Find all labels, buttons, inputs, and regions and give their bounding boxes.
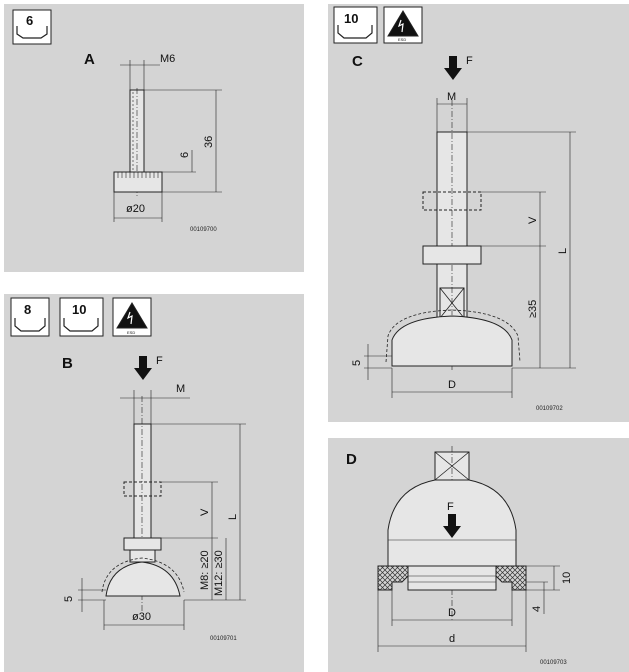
foot-c <box>391 315 513 367</box>
panel-b-letter: B <box>62 355 73 372</box>
dim-m-b: M <box>176 383 185 395</box>
dim-6: 6 <box>179 152 191 158</box>
dim-m12-b: M12: ≥30 <box>213 550 225 596</box>
dim-m-c: M <box>447 91 456 103</box>
badge-b-8-number: 8 <box>24 302 31 317</box>
panel-b-drawing <box>10 297 246 630</box>
force-label-d: F <box>447 501 454 513</box>
panel-c-letter: C <box>352 53 363 70</box>
mount-type-10-icon <box>59 297 104 337</box>
nut-c <box>422 245 482 265</box>
dim-10-d: 10 <box>561 572 573 584</box>
force-label-b: F <box>156 355 163 367</box>
bolt-b <box>133 423 152 539</box>
nut-b <box>123 537 162 551</box>
badge-b-10-number: 10 <box>72 302 86 317</box>
dim-v-b: V <box>199 508 211 516</box>
esd-label-c: ESD <box>398 37 406 42</box>
panel-a-drawing <box>12 9 222 222</box>
dim-dia-30: ø30 <box>132 611 151 623</box>
drawing-code-a: 00109700 <box>190 227 217 233</box>
dim-dia-20: ø20 <box>126 203 145 215</box>
dim-d-upper: D <box>448 607 456 619</box>
force-arrow-b <box>134 356 152 380</box>
force-arrow-d <box>443 514 461 538</box>
badge-a-number: 6 <box>26 13 33 28</box>
dim-36: 36 <box>203 136 215 148</box>
dim-5-b: 5 <box>63 596 75 602</box>
panel-d-letter: D <box>346 451 357 468</box>
dim-l-c: L <box>557 248 569 254</box>
nut-dashed-c <box>422 191 482 211</box>
badge-c-number: 10 <box>344 11 358 26</box>
dim-5-c: 5 <box>351 360 363 366</box>
esd-warning-icon <box>112 297 152 337</box>
mount-type-10-icon-c <box>333 6 378 44</box>
dim-d-c: D <box>448 379 456 391</box>
drawing-code-c: 00109702 <box>536 406 563 412</box>
panel-c-drawing <box>333 6 576 398</box>
dim-4-d: 4 <box>531 606 543 612</box>
esd-warning-icon-c <box>383 6 423 44</box>
dim-ge35-c: ≥35 <box>527 300 539 318</box>
mount-type-8-icon <box>10 297 50 337</box>
foot-b <box>105 561 181 597</box>
force-arrow-c <box>444 56 462 80</box>
force-label-c: F <box>466 55 473 67</box>
panel-a-letter: A <box>84 51 95 68</box>
panel-d-drawing <box>377 446 560 652</box>
drawing-code-b: 00109701 <box>210 636 237 642</box>
nut-dashed-b <box>123 481 162 497</box>
dim-m8-b: M8: ≥20 <box>199 550 211 590</box>
pad-right-d <box>495 565 527 591</box>
drawing-code-d: 00109703 <box>540 660 567 666</box>
esd-label-b: ESD <box>127 330 135 335</box>
panel-b <box>4 294 304 672</box>
panel-a <box>4 4 304 272</box>
dim-m6: M6 <box>160 53 175 65</box>
mount-type-6-icon <box>12 9 52 45</box>
dim-d-lower: d <box>449 633 455 645</box>
pad-left-d <box>377 565 409 591</box>
dim-v-c: V <box>527 216 539 224</box>
dim-l-b: L <box>227 514 239 520</box>
